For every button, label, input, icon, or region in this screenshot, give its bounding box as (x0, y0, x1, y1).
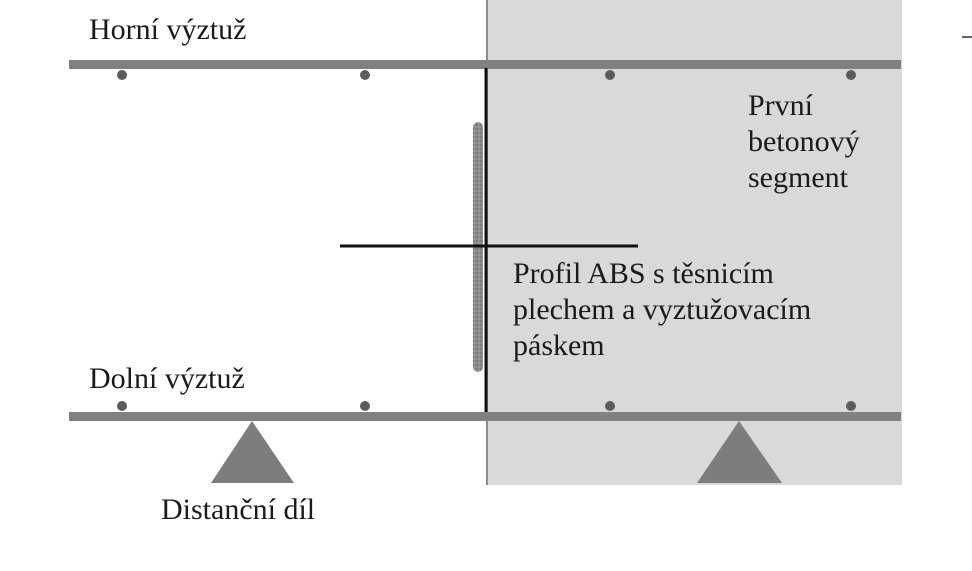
top-reinforcement-label: Horní výztuž (89, 13, 247, 46)
spacer-label: Distanční díl (161, 493, 316, 526)
first-segment-line-3: segment (748, 161, 848, 194)
rebar-dot (360, 70, 370, 80)
rebar-dot (846, 401, 856, 411)
first-segment-line-2: betonový (748, 125, 860, 158)
top-reinforcement-bar (69, 60, 901, 69)
abs-profile-line-3: páskem (513, 329, 605, 362)
rebar-dot (117, 401, 127, 411)
abs-profile-line-2: plechem a vyztužovacím (513, 293, 812, 326)
top-rebar-dots (117, 70, 856, 80)
first-segment-label: První betonový segment (748, 88, 860, 196)
rebar-dot (605, 401, 615, 411)
bottom-reinforcement-bar (69, 412, 901, 421)
bottom-rebar-dots (117, 401, 856, 411)
rebar-dot (846, 70, 856, 80)
first-segment-line-1: První (748, 89, 814, 122)
rebar-dot (605, 70, 615, 80)
spacer-right (697, 421, 782, 483)
abs-profile-label: Profil ABS s těsnicím plechem a vyztužov… (513, 256, 811, 364)
spacer-left (211, 421, 294, 483)
abs-profile-line-1: Profil ABS s těsnicím (513, 257, 774, 290)
rebar-dot (360, 401, 370, 411)
bottom-reinforcement-label: Dolní výztuž (89, 362, 245, 395)
rebar-dot (117, 70, 127, 80)
concrete-segment (487, 0, 902, 485)
